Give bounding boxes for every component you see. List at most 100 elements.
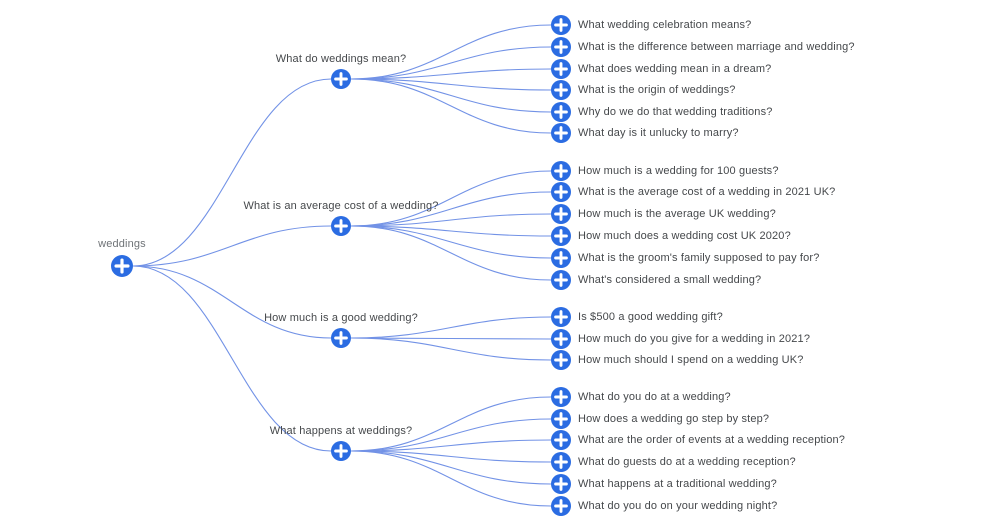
plus-icon [554,18,568,32]
child-label: How much is the average UK wedding? [578,208,776,220]
child-label: How does a wedding go step by step? [578,413,770,425]
edge-line [350,78,552,134]
edge-line [350,225,552,237]
child-label: Is $500 a good wedding gift? [578,311,723,323]
branch-label: What happens at weddings? [269,425,413,437]
child-label: What do you do on your wedding night? [578,500,778,512]
child-node-button[interactable] [551,270,571,290]
edge-line [132,78,332,267]
plus-icon [334,219,348,233]
child-node-button[interactable] [551,387,571,407]
edge-line [350,68,552,80]
plus-icon [114,258,130,274]
plus-icon [554,251,568,265]
child-label: What happens at a traditional wedding? [578,478,777,490]
plus-icon [554,185,568,199]
plus-icon [554,40,568,54]
edge-line [350,46,552,80]
plus-icon [554,310,568,324]
child-label: What do you do at a wedding? [578,391,731,403]
child-node-button[interactable] [551,452,571,472]
child-node-button[interactable] [551,409,571,429]
child-label: What day is it unlucky to marry? [578,127,739,139]
edge-line [350,78,552,91]
root-label: weddings [98,238,146,250]
edge-line [350,396,552,452]
child-label: What does wedding mean in a dream? [578,63,772,75]
child-label: What is the groom's family supposed to p… [578,252,820,264]
branch-label: What do weddings mean? [275,53,407,65]
child-label: What is the average cost of a wedding in… [578,186,836,198]
edge-line [350,191,552,227]
branch-label: What is an average cost of a wedding? [243,200,439,212]
plus-icon [554,455,568,469]
branch-label: How much is a good wedding? [264,312,418,324]
edge-line [350,450,552,463]
child-node-button[interactable] [551,430,571,450]
child-node-button[interactable] [551,204,571,224]
child-node-button[interactable] [551,307,571,327]
edge-line [132,265,332,339]
child-label: What is the difference between marriage … [578,41,855,53]
child-label: What wedding celebration means? [578,19,752,31]
edge-line [350,213,552,227]
edge-line [350,24,552,80]
child-node-button[interactable] [551,59,571,79]
plus-icon [334,444,348,458]
edge-line [350,316,552,339]
branch-node-button[interactable] [331,216,351,236]
plus-icon [554,433,568,447]
plus-icon [554,105,568,119]
edge-line [350,337,552,340]
edge-line [132,265,332,452]
plus-icon [334,72,348,86]
child-node-button[interactable] [551,15,571,35]
edge-line [350,439,552,452]
edge-line [350,450,552,485]
child-node-button[interactable] [551,329,571,349]
child-label: What is the origin of weddings? [578,84,736,96]
child-node-button[interactable] [551,474,571,494]
child-node-button[interactable] [551,37,571,57]
child-label: How much should I spend on a wedding UK? [578,354,804,366]
plus-icon [554,499,568,513]
branch-node-button[interactable] [331,441,351,461]
edge-line [132,225,332,267]
child-label: What do guests do at a wedding reception… [578,456,796,468]
child-node-button[interactable] [551,350,571,370]
child-node-button[interactable] [551,182,571,202]
child-node-button[interactable] [551,123,571,143]
child-node-button[interactable] [551,226,571,246]
plus-icon [554,83,568,97]
edge-line [350,78,552,113]
plus-icon [554,229,568,243]
child-label: Why do we do that wedding traditions? [578,106,773,118]
plus-icon [554,332,568,346]
branch-node-button[interactable] [331,328,351,348]
plus-icon [554,62,568,76]
child-node-button[interactable] [551,80,571,100]
child-label: What's considered a small wedding? [578,274,762,286]
plus-icon [554,126,568,140]
plus-icon [554,207,568,221]
branch-node-button[interactable] [331,69,351,89]
plus-icon [334,331,348,345]
child-node-button[interactable] [551,161,571,181]
edge-line [350,450,552,507]
child-label: What are the order of events at a weddin… [578,434,846,446]
child-label: How much does a wedding cost UK 2020? [578,230,791,242]
child-node-button[interactable] [551,102,571,122]
root-node-button[interactable] [111,255,133,277]
child-node-button[interactable] [551,248,571,268]
edge-line [350,225,552,259]
plus-icon [554,390,568,404]
edge-line [350,418,552,452]
plus-icon [554,164,568,178]
plus-icon [554,412,568,426]
child-node-button[interactable] [551,496,571,516]
edge-line [350,337,552,361]
plus-icon [554,353,568,367]
